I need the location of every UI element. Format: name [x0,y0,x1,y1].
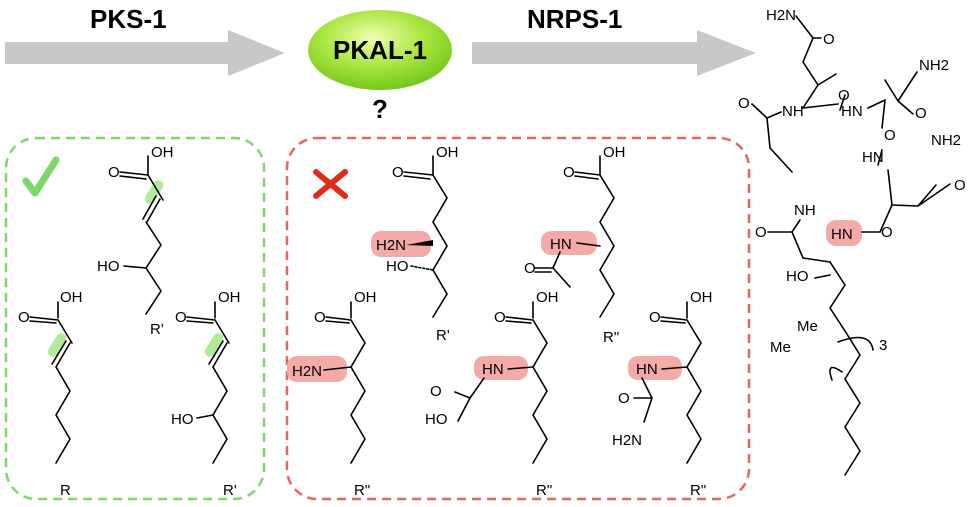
svg-text:O: O [524,260,536,277]
svg-text:O: O [494,309,506,326]
svg-text:HN: HN [550,236,572,253]
svg-text:O: O [884,127,896,144]
enzyme-label: PKAL-1 [333,35,427,65]
svg-text:R': R' [150,321,164,338]
accepted-panel-border [4,136,266,501]
svg-text:O: O [618,390,630,407]
step2-label: NRPS-1 [527,4,622,34]
svg-text:O: O [915,105,927,122]
accepted-substrate-1: OH O HO R' [97,144,174,338]
svg-text:O: O [838,87,850,104]
rejected-substrate-5: OH O HN O H2N R" [612,289,713,499]
svg-text:O: O [314,309,326,326]
product-structure: H2N O O NH2 O NH HN O O HN NH2 O NH O O … [738,7,966,476]
svg-text:Me: Me [797,318,818,335]
accepted-substrate-2: OH O R [18,289,83,499]
svg-text:HO: HO [386,258,409,275]
rejected-substrate-3: OH O H2N R" [287,289,377,499]
rejected-substrate-4: OH O HN O HO R" [425,289,559,499]
svg-text:H2N: H2N [766,7,796,24]
svg-text:R': R' [436,327,450,344]
svg-text:O: O [18,309,30,326]
cross-icon [313,169,348,199]
svg-text:OH: OH [60,289,83,306]
question-mark: ? [372,94,388,124]
svg-text:R": R" [354,482,370,499]
svg-text:HO: HO [97,258,120,275]
svg-text:O: O [881,224,893,241]
svg-text:R": R" [536,482,552,499]
checkmark-icon [22,156,60,197]
arrow-nrps [472,30,756,76]
svg-text:O: O [175,309,187,326]
svg-text:O: O [649,309,661,326]
svg-text:HN: HN [636,361,658,378]
rejected-substrate-2: OH O HN O R" [524,144,626,346]
svg-text:O: O [755,224,767,241]
svg-text:HO: HO [425,411,448,428]
svg-text:NH: NH [782,103,804,120]
svg-text:OH: OH [151,144,174,161]
svg-text:OH: OH [436,144,459,161]
svg-text:O: O [823,31,835,48]
svg-text:H2N: H2N [292,363,322,380]
svg-text:OH: OH [603,144,626,161]
svg-text:R: R [60,482,71,499]
svg-text:HN: HN [841,103,863,120]
svg-text:R": R" [690,482,706,499]
svg-text:HO: HO [786,268,809,285]
svg-text:O: O [738,95,750,112]
svg-text:O: O [392,164,404,181]
svg-text:HN: HN [831,226,853,243]
rejected-substrate-1: OH O H2N HO R' [371,144,459,344]
rejected-panel-border [285,136,751,501]
svg-text:O: O [954,177,966,194]
accepted-substrate-3: OH O HO R' [171,289,241,499]
pkal-enzyme-ellipse [308,10,452,90]
svg-text:O: O [430,383,442,400]
svg-text:H2N: H2N [612,432,642,449]
svg-text:H2N: H2N [376,237,406,254]
svg-text:OH: OH [690,289,713,306]
step1-label: PKS-1 [90,4,167,34]
svg-text:Me: Me [770,339,791,356]
svg-text:NH2: NH2 [919,57,949,74]
arrow-pks [5,30,285,76]
svg-text:OH: OH [218,289,241,306]
svg-text:R': R' [223,482,237,499]
svg-text:HO: HO [171,411,194,428]
svg-text:O: O [563,164,575,181]
svg-text:OH: OH [536,289,559,306]
svg-text:NH2: NH2 [931,132,961,149]
svg-text:O: O [108,164,120,181]
svg-text:OH: OH [354,289,377,306]
svg-text:NH: NH [794,202,816,219]
svg-text:R": R" [603,329,619,346]
svg-text:HN: HN [482,361,504,378]
svg-text:3: 3 [879,337,887,354]
